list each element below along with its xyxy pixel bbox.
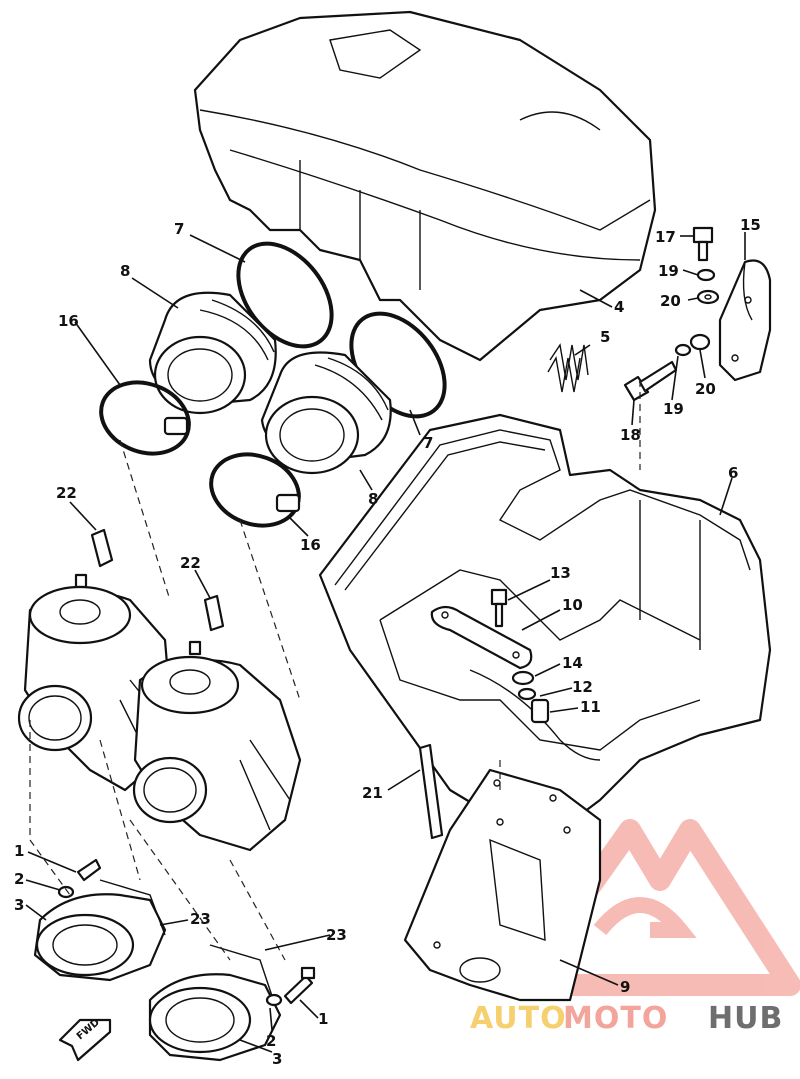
- callout-22-left: 22: [56, 484, 77, 502]
- callout-4: 4: [614, 298, 624, 316]
- intake-joint-lower: [260, 351, 392, 475]
- hose-clamp-lower: [209, 452, 301, 528]
- watermark-part3: HUB: [708, 1001, 783, 1036]
- air-cleaner-case: [318, 413, 772, 832]
- callout-19-upper: 19: [658, 262, 679, 280]
- callout-15: 15: [740, 216, 761, 234]
- callout-10: 10: [562, 596, 583, 614]
- callout-16-lower: 16: [300, 536, 321, 554]
- watermark-text: AUTO MOTO HUB: [470, 1001, 783, 1036]
- callout-8-upper: 8: [120, 262, 130, 280]
- o-ring-upper: [236, 241, 334, 349]
- bolt-17: [692, 226, 714, 262]
- carburetor-left: [17, 585, 172, 792]
- leader-lines: [25, 232, 746, 1053]
- bracket-plate-9: [403, 768, 602, 1002]
- callout-9: 9: [620, 978, 630, 996]
- callout-18: 18: [620, 426, 641, 444]
- plate-10: [430, 605, 533, 670]
- washer-20-upper: [696, 289, 720, 305]
- washer-14: [511, 670, 535, 686]
- watermark-part1: AUTO: [470, 1001, 567, 1036]
- callout-2-right: 2: [266, 1032, 276, 1050]
- hose-clamp-upper: [99, 380, 191, 456]
- callout-7-upper: 7: [174, 220, 184, 238]
- callout-1-right: 1: [318, 1010, 328, 1028]
- bolt-13: [490, 588, 508, 628]
- callout-22-right: 22: [180, 554, 201, 572]
- callout-11: 11: [580, 698, 601, 716]
- spring: [547, 343, 589, 393]
- intake-joint-upper: [148, 291, 277, 415]
- watermark-part2: MOTO: [563, 1001, 668, 1036]
- bolt-1-left: [76, 858, 102, 882]
- washer-19-lower: [674, 343, 692, 357]
- callout-19-lower: 19: [663, 400, 684, 418]
- bolt-1-right: [283, 966, 316, 1005]
- callout-21: 21: [362, 784, 383, 802]
- callout-labels: 7 8 16 4 5 17 19 20 15 19 20 18 6 7 8 16…: [14, 216, 761, 1068]
- washer-20-lower: [689, 333, 711, 351]
- callout-13: 13: [550, 564, 571, 582]
- callout-3-left: 3: [14, 896, 24, 914]
- breather-pipe-21: [418, 743, 444, 840]
- callout-17: 17: [655, 228, 676, 246]
- fwd-arrow: FWD: [58, 1017, 112, 1062]
- callout-20-upper: 20: [660, 292, 681, 310]
- callout-6: 6: [728, 464, 738, 482]
- manifold-left: [33, 879, 167, 982]
- callout-23-right: 23: [326, 926, 347, 944]
- carb-cap-left: [74, 528, 114, 589]
- carb-cap-right: [188, 594, 225, 656]
- callout-1-left: 1: [14, 842, 24, 860]
- washer-2-left: [57, 885, 75, 899]
- manifold-right: [148, 944, 282, 1062]
- bracket-15: [718, 259, 772, 382]
- callout-14: 14: [562, 654, 583, 672]
- watermark-logo: [509, 819, 800, 996]
- callout-8-lower: 8: [368, 490, 378, 508]
- grommet-12: [517, 687, 537, 701]
- callout-23-left: 23: [190, 910, 211, 928]
- callout-12: 12: [572, 678, 593, 696]
- callout-7-lower: 7: [423, 434, 433, 452]
- washer-2-right: [265, 993, 283, 1007]
- callout-20-lower: 20: [695, 380, 716, 398]
- air-cleaner-cover: [193, 10, 657, 362]
- callout-2-left: 2: [14, 870, 24, 888]
- callout-5: 5: [600, 328, 610, 346]
- assembly-lines: [29, 380, 641, 961]
- callout-16-upper: 16: [58, 312, 79, 330]
- spacer-11: [530, 698, 550, 724]
- callout-3-right: 3: [272, 1050, 282, 1068]
- washer-19-upper: [696, 268, 716, 282]
- carburetor-right: [132, 655, 302, 852]
- bolt-18: [623, 360, 678, 402]
